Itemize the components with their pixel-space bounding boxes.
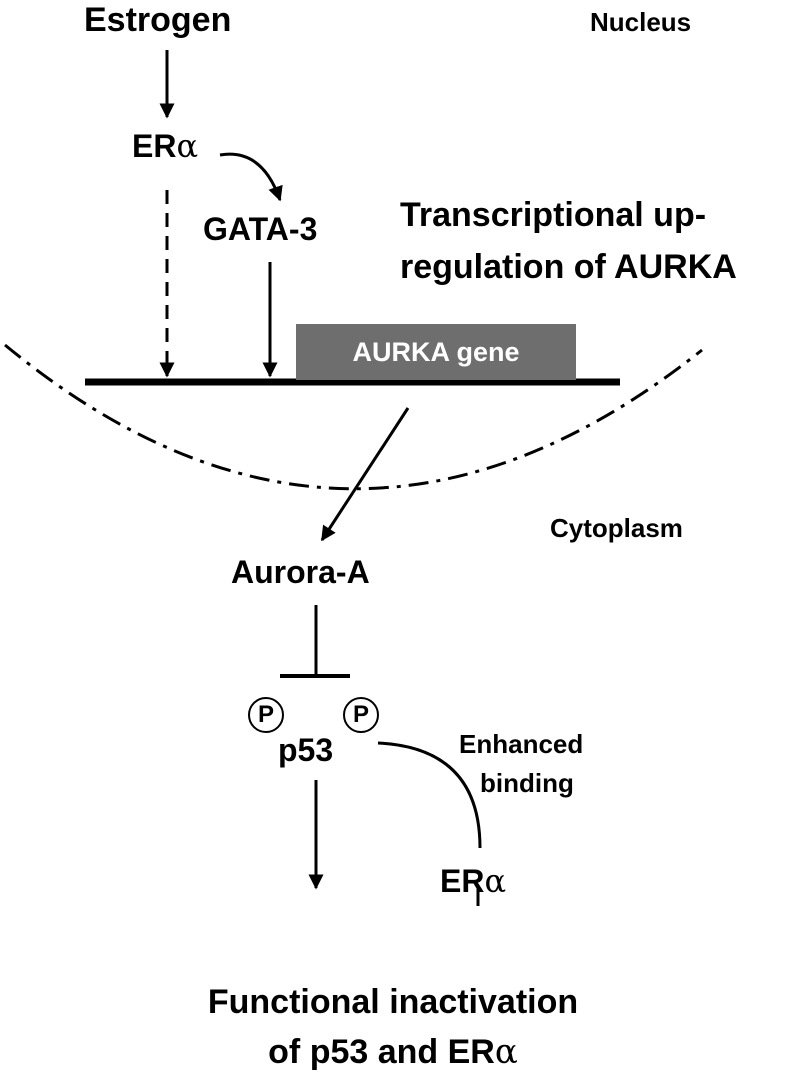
phospho-left-label: P <box>257 701 274 728</box>
gata3-label: GATA-3 <box>203 211 318 247</box>
phospho-circle-right <box>343 697 379 733</box>
transcriptional-line1: Transcriptional up- <box>400 196 707 234</box>
estrogen-label: Estrogen <box>84 1 232 39</box>
enhanced-binding-line1: Enhanced <box>459 729 584 759</box>
aurora-a-label: Aurora-A <box>231 554 370 590</box>
aurka-gene-box <box>296 324 576 380</box>
arrow-eralpha-to-gata3 <box>219 152 283 202</box>
binding-curve <box>377 741 482 849</box>
phospho-circle-left <box>248 697 284 733</box>
aurka-gene-label: AURKA gene <box>352 336 520 367</box>
transcriptional-line2: regulation of AURKA <box>400 248 737 286</box>
eralpha-top-label: ERα <box>132 127 199 165</box>
enhanced-binding-line2: binding <box>480 768 574 798</box>
arrow-gene-to-aurora-a <box>320 407 410 542</box>
p53-label: p53 <box>278 732 334 768</box>
cytoplasm-label: Cytoplasm <box>550 513 683 543</box>
outcome-line2: of p53 and ERα <box>268 1032 518 1072</box>
phospho-right-label: P <box>352 701 369 728</box>
nucleus-label: Nucleus <box>590 7 692 37</box>
eralpha-bottom-label: ERα <box>440 862 507 900</box>
outcome-line1: Functional inactivation <box>207 983 579 1021</box>
nuclear-envelope <box>4 343 703 491</box>
